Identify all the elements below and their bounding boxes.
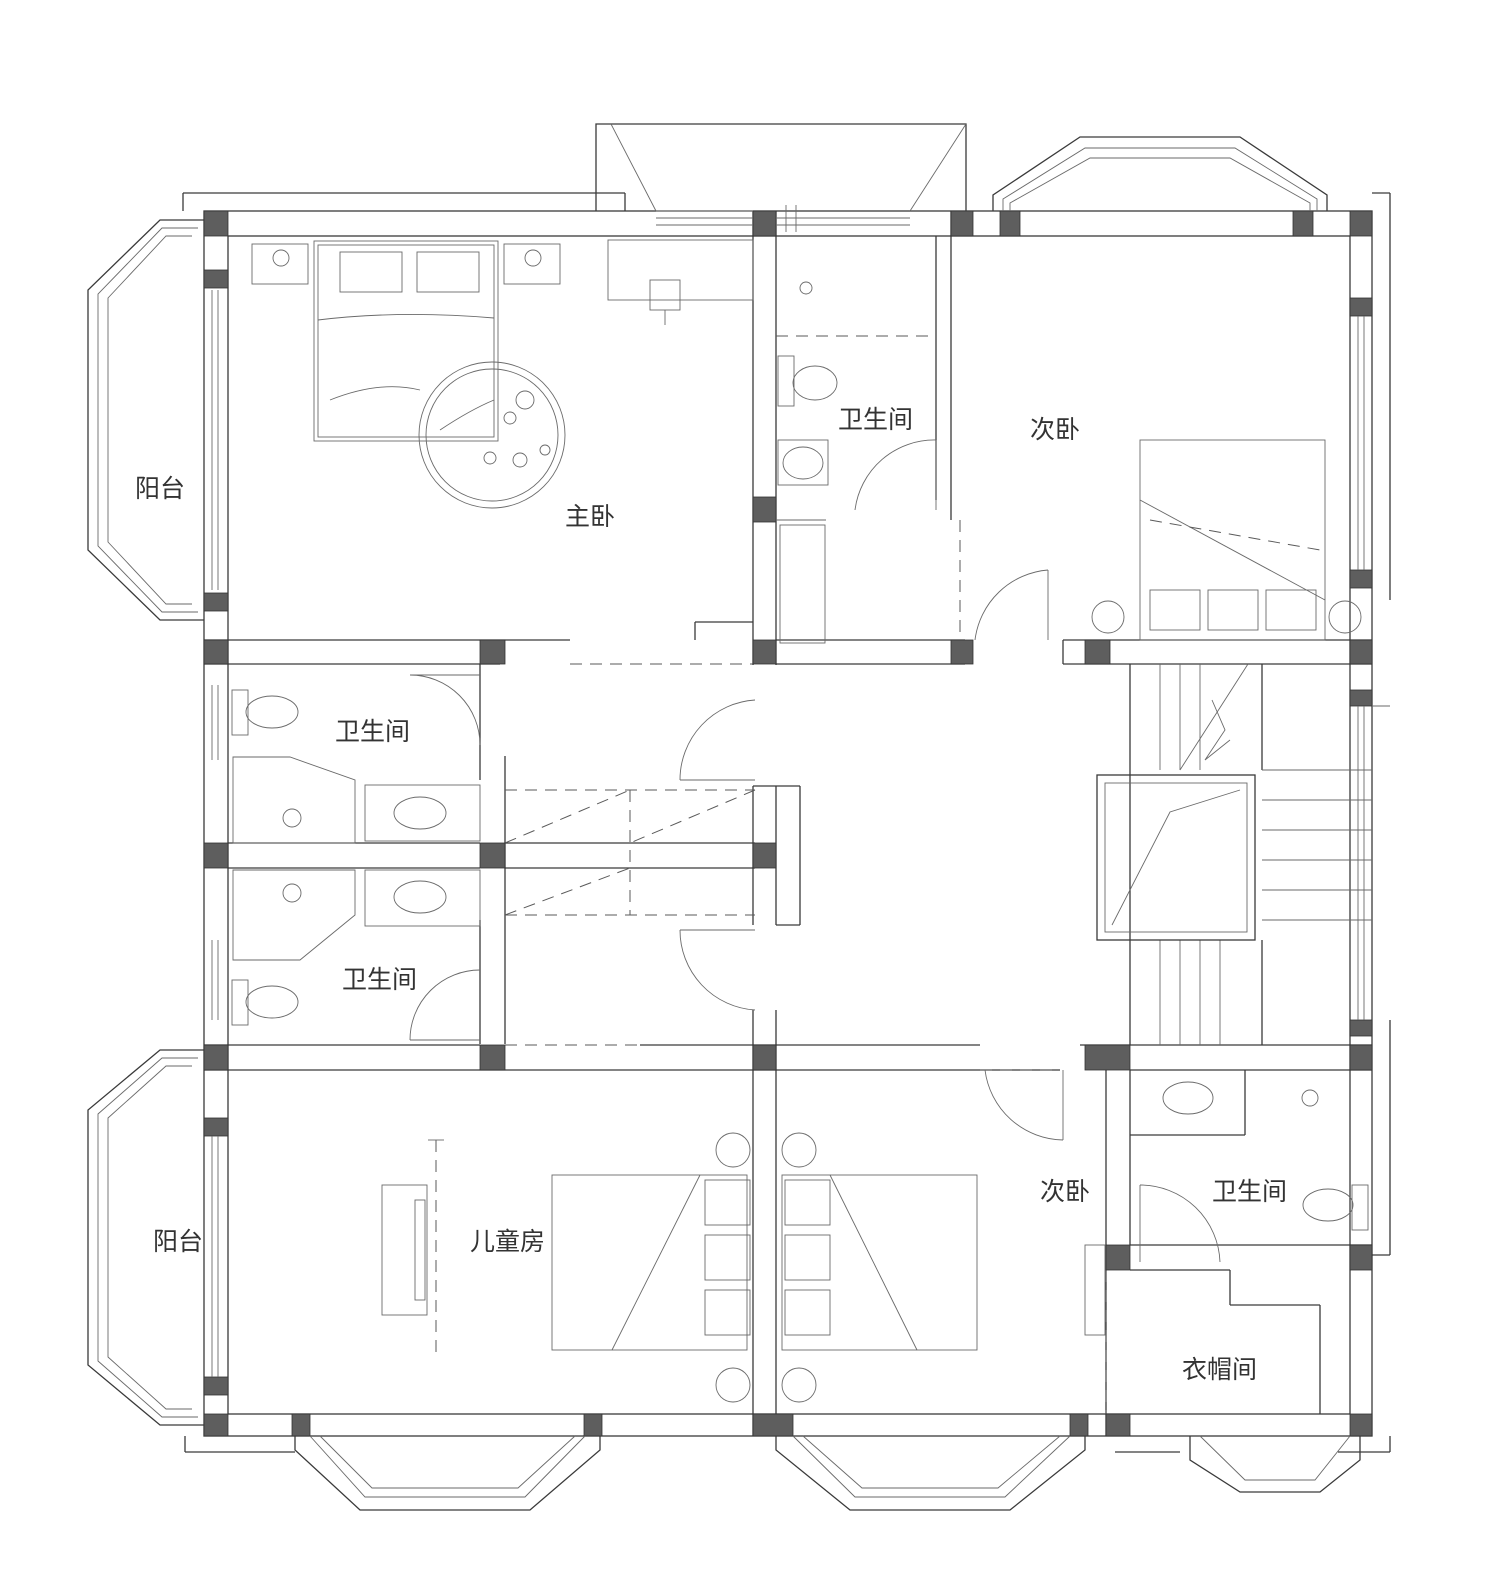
kids-room-label: 儿童房 [470, 1227, 545, 1256]
bathroom-mid-upper-label: 卫生间 [335, 717, 410, 746]
balcony-top-railing [87, 219, 219, 621]
right-side-windows [1357, 316, 1390, 1020]
secondary-bed-top [1091, 439, 1362, 641]
round-rug [418, 361, 566, 509]
dashed-openings [504, 335, 1107, 1414]
kids-room-desk [381, 1139, 444, 1360]
master-bed [313, 240, 499, 442]
balcony-bottom-label: 阳台 [153, 1227, 203, 1256]
secondary-bedroom-top-label: 次卧 [1030, 415, 1080, 444]
bottom-bay-windows [294, 1435, 1361, 1511]
exterior-walls [182, 192, 1391, 1453]
balcony-top-label: 阳台 [135, 474, 185, 503]
master-bedroom-label: 主卧 [565, 502, 615, 531]
room-labels: 主卧 卫生间 次卧 阳台 卫生间 卫生间 阳台 儿童房 次卧 卫生间 衣帽间 [135, 405, 1287, 1384]
staircase [1096, 663, 1372, 1045]
kids-room-beds [551, 1132, 978, 1403]
top-bay-window [595, 123, 967, 232]
left-mid-windows [211, 685, 219, 1020]
bathroom-bottom-right-label: 卫生间 [1212, 1177, 1287, 1206]
mid-bath-fixtures [231, 689, 481, 1026]
bathroom-mid-lower-label: 卫生间 [342, 965, 417, 994]
secondary-bedroom-bottom-label: 次卧 [1040, 1177, 1090, 1206]
top-bath-fixtures [776, 281, 838, 644]
structural-columns [203, 210, 1373, 1437]
desk-and-chair [607, 239, 754, 325]
walk-in-closet-label: 衣帽间 [1182, 1355, 1257, 1384]
interior-walls [204, 211, 1372, 1436]
bathroom-top-label: 卫生间 [838, 405, 913, 434]
balcony-bottom-railing [87, 1049, 219, 1426]
bottom-right-bath-fixtures [1084, 1081, 1369, 1336]
nightstands [251, 243, 561, 285]
doors [409, 439, 1221, 1263]
top-right-bay-window [992, 136, 1328, 211]
